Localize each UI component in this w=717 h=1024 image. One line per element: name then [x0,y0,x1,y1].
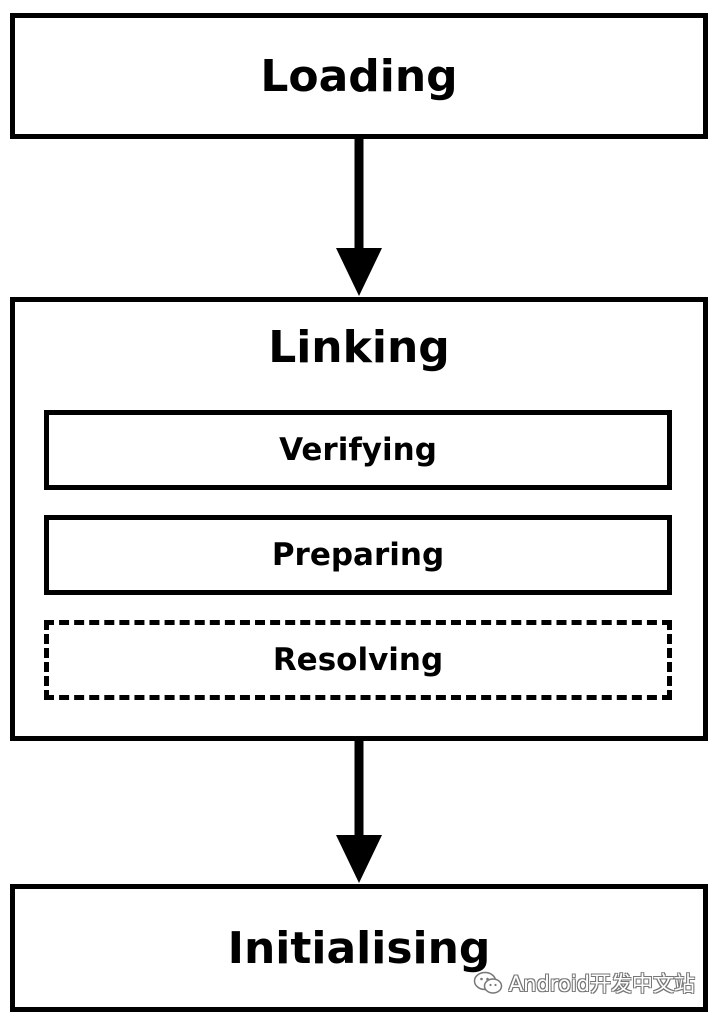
resolving-step-box: Resolving [44,620,672,700]
initialising-stage-label: Initialising [227,922,491,974]
verifying-step-box: Verifying [44,410,672,490]
watermark: Android开发中文站 [473,968,695,998]
watermark-text: Android开发中文站 [508,972,695,996]
initialising-stage-box: Initialising [10,884,708,1012]
verifying-step-label: Verifying [279,432,437,468]
loading-stage-box: Loading [10,13,708,139]
wechat-icon [473,971,503,994]
preparing-step-label: Preparing [271,537,445,573]
linking-stage-label: Linking [268,322,450,373]
arrow-linking-to-initialising [336,741,382,883]
preparing-step-box: Preparing [44,515,672,595]
loading-stage-label: Loading [260,50,458,102]
resolving-step-label: Resolving [272,642,444,678]
arrow-loading-to-linking [336,139,382,296]
